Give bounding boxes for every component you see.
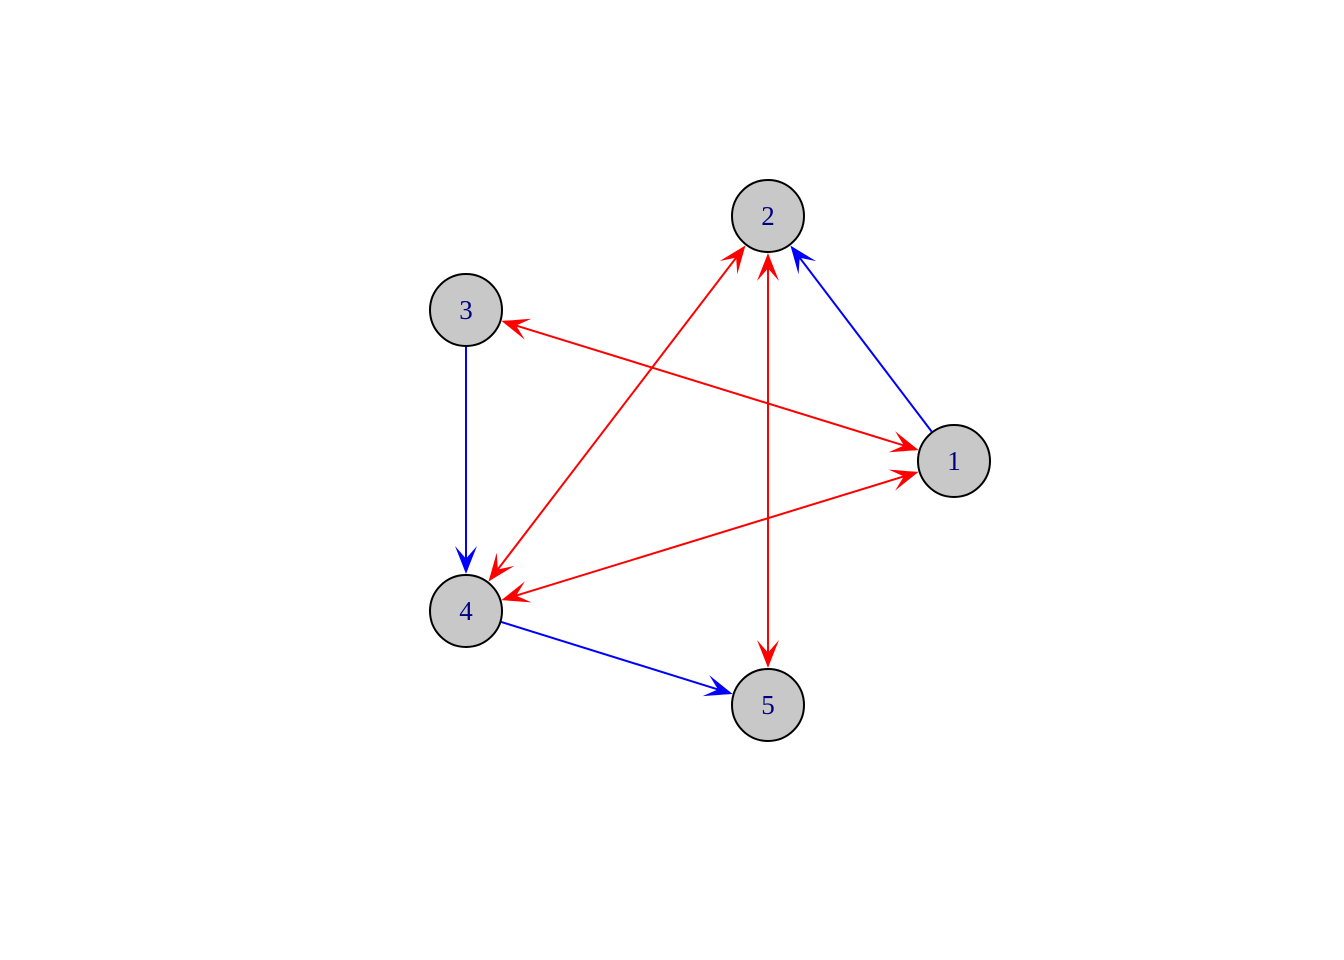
node-2[interactable]: 2: [731, 179, 805, 253]
node-4[interactable]: 4: [429, 574, 503, 648]
edge-1-3: [501, 318, 919, 453]
node-label: 2: [761, 201, 775, 231]
edge-line: [510, 322, 910, 449]
edge-3-4: [455, 347, 477, 574]
edge-2-4: [488, 245, 746, 582]
edge-line: [795, 252, 933, 433]
edge-4-5: [501, 621, 733, 697]
arrowhead-icon: [719, 245, 746, 275]
edge-1-4: [501, 469, 919, 603]
arrowhead-icon: [702, 675, 733, 697]
edges-layer: [455, 245, 933, 697]
node-1[interactable]: 1: [917, 424, 991, 498]
arrowhead-icon: [488, 552, 515, 582]
node-circle: [917, 424, 991, 498]
edge-2-5: [757, 253, 779, 668]
node-label: 3: [459, 295, 473, 325]
node-circle: [731, 179, 805, 253]
node-label: 1: [947, 446, 961, 476]
node-5[interactable]: 5: [731, 668, 805, 742]
edge-line: [493, 252, 741, 575]
edge-1-2: [790, 245, 933, 433]
arrowhead-icon: [501, 318, 532, 340]
arrowhead-icon: [888, 469, 919, 491]
arrowhead-icon: [888, 431, 919, 453]
node-circle: [429, 574, 503, 648]
nodes-layer: 1 2 3 4 5: [429, 179, 991, 742]
edge-line: [510, 473, 910, 599]
arrowhead-icon: [757, 640, 779, 668]
node-label: 4: [459, 596, 473, 626]
arrowhead-icon: [757, 253, 779, 281]
arrowhead-icon: [455, 546, 477, 574]
node-circle: [429, 273, 503, 347]
node-3[interactable]: 3: [429, 273, 503, 347]
arrowhead-icon: [790, 245, 817, 275]
node-circle: [731, 668, 805, 742]
arrowhead-icon: [501, 581, 532, 603]
edge-line: [501, 621, 724, 692]
node-label: 5: [761, 690, 775, 720]
